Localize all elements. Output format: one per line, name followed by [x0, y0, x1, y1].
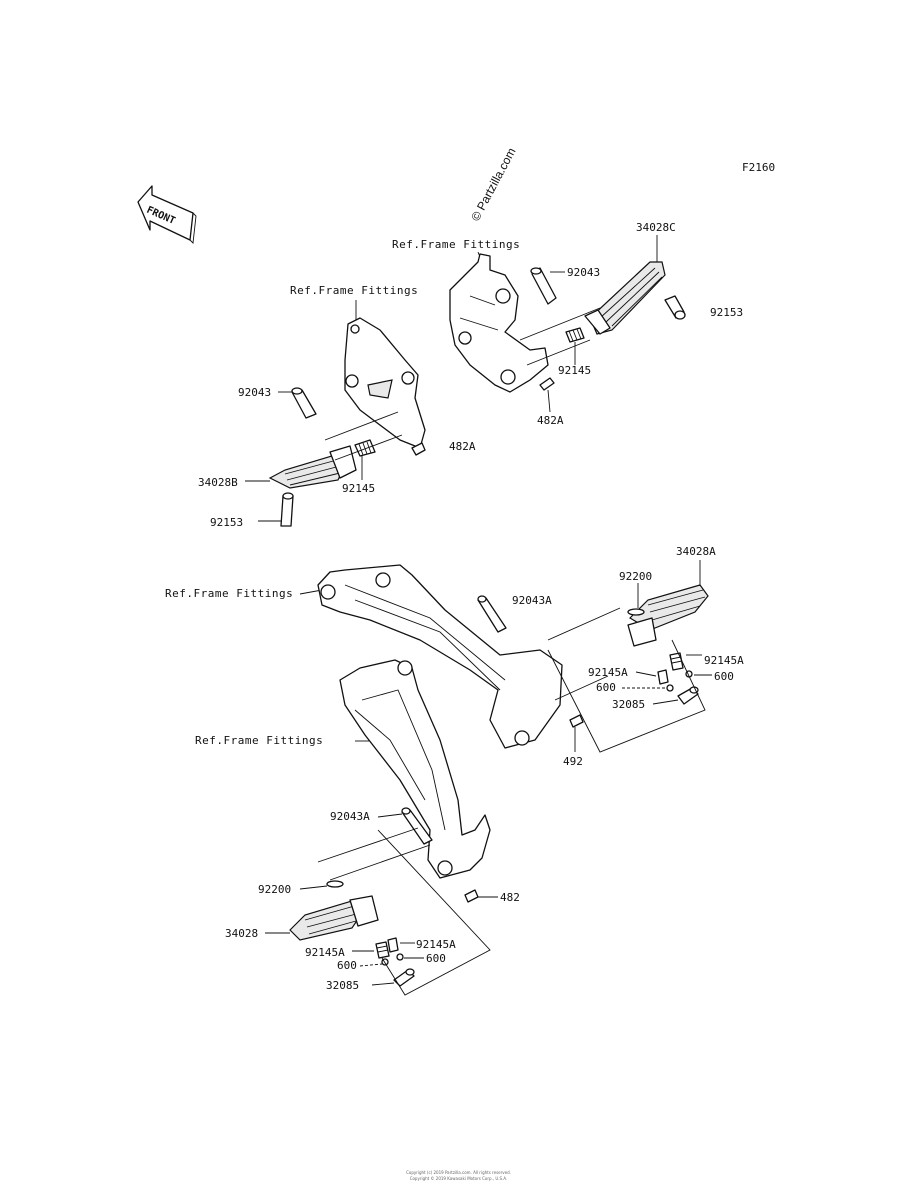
ref-frame-fittings-label-a: Ref.Frame Fittings	[392, 238, 520, 251]
bolt-92153-left	[280, 492, 294, 527]
label-92145A-right-b: 92145A	[588, 666, 628, 679]
ref-frame-fittings-label-c: Ref.Frame Fittings	[165, 587, 293, 600]
label-34028: 34028	[225, 927, 258, 940]
footrest-34028A	[627, 584, 709, 647]
label-600-right-b: 600	[596, 681, 616, 694]
bracket-lower-right	[317, 564, 563, 749]
front-arrow-icon: FRONT	[137, 185, 197, 244]
clip-492	[569, 714, 584, 728]
label-92153-left: 92153	[210, 516, 243, 529]
footer-line-2: Copyright © 2019 Kawasaki Motors Corp., …	[409, 1176, 508, 1181]
bracket-lower-left	[339, 659, 491, 879]
label-34028B: 34028B	[198, 476, 238, 489]
label-482: 482	[500, 891, 520, 904]
bracket-upper-left	[344, 317, 426, 449]
footrest-34028C	[584, 261, 666, 335]
ref-frame-fittings-label-d: Ref.Frame Fittings	[195, 734, 323, 747]
label-92145A-lower-a: 92145A	[305, 946, 345, 959]
ball-600-lower-b	[396, 953, 404, 961]
clip-482A-upper	[539, 377, 555, 391]
label-492: 492	[563, 755, 583, 768]
spring-92145A-right-b	[657, 669, 669, 685]
label-92043-upper: 92043	[567, 266, 600, 279]
label-600-right-a: 600	[714, 670, 734, 683]
label-32085-lower: 32085	[326, 979, 359, 992]
label-92145-upper: 92145	[558, 364, 591, 377]
spring-92145A-lower-b	[387, 937, 399, 953]
spring-92145-left	[354, 439, 376, 457]
spring-92145A-lower-a	[375, 941, 390, 959]
label-32085-upper: 32085	[612, 698, 645, 711]
label-600-lower-a: 600	[337, 959, 357, 972]
footer-line-1: Copyright (c) 2019 Partzilla.com. All ri…	[406, 1170, 511, 1175]
label-92145A-right-a: 92145A	[704, 654, 744, 667]
label-92043-left: 92043	[238, 386, 271, 399]
watermark: © Partzilla.com	[468, 145, 518, 223]
label-92145-left: 92145	[342, 482, 375, 495]
spring-92145-upper	[565, 327, 585, 343]
washer-92200-upper	[627, 608, 645, 616]
pin-32085-lower	[393, 968, 415, 987]
ref-frame-fittings-label-b: Ref.Frame Fittings	[290, 284, 418, 297]
spring-92145A-right-a	[669, 652, 684, 671]
pin-92043A-lower	[401, 807, 433, 845]
label-34028C: 34028C	[636, 221, 676, 234]
clip-482A-left	[411, 442, 426, 456]
label-482A-upper: 482A	[537, 414, 564, 427]
label-92145A-lower-b: 92145A	[416, 938, 456, 951]
label-92200-upper: 92200	[619, 570, 652, 583]
bracket-upper-right	[449, 253, 549, 393]
label-34028A: 34028A	[676, 545, 716, 558]
clip-482	[464, 889, 479, 903]
bolt-92153-upper	[664, 295, 686, 320]
pin-92043-left	[291, 387, 317, 419]
footrest-34028	[289, 895, 379, 941]
footrest-34028B	[268, 445, 357, 489]
label-92043A-upper: 92043A	[512, 594, 552, 607]
label-92200-lower: 92200	[258, 883, 291, 896]
diagram-code: F2160	[742, 161, 775, 174]
label-482A-left: 482A	[449, 440, 476, 453]
label-600-lower-b: 600	[426, 952, 446, 965]
washer-92200-lower	[326, 880, 344, 888]
label-92153-upper: 92153	[710, 306, 743, 319]
ball-600-right-b	[666, 684, 674, 692]
label-92043A-lower: 92043A	[330, 810, 370, 823]
pin-92043-upper	[530, 267, 557, 305]
pin-92043A-upper	[477, 595, 507, 633]
